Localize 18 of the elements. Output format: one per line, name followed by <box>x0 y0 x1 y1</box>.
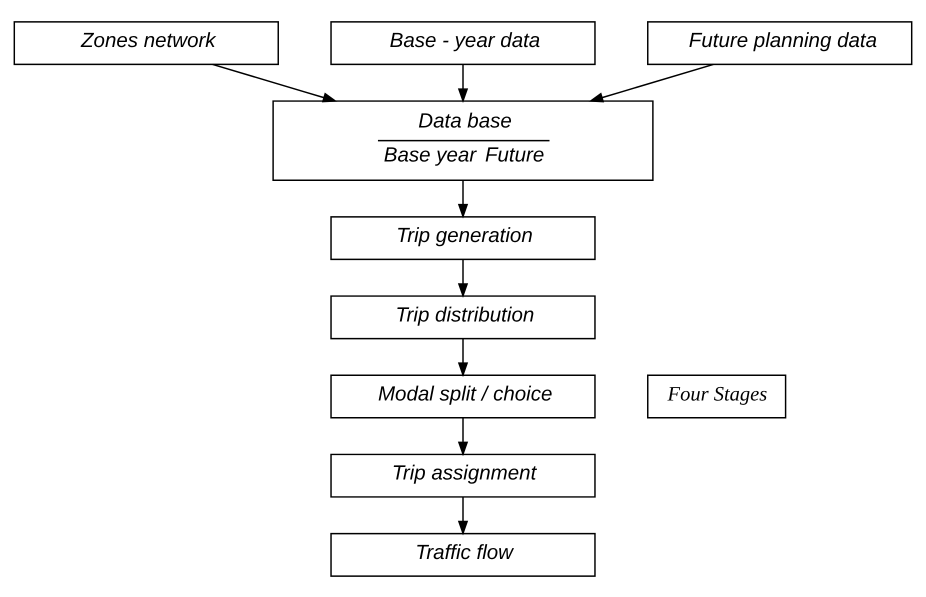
arrow <box>458 418 468 456</box>
node-box: Modal split / choice <box>330 374 596 418</box>
arrow <box>212 63 338 102</box>
node-box: Traffic flow <box>330 532 596 576</box>
node-box: Trip distribution <box>330 294 596 339</box>
arrow <box>458 496 468 535</box>
node-box: Future planning data <box>647 20 912 65</box>
arrow <box>588 63 714 102</box>
arrow <box>458 180 468 218</box>
node-box: Data base Base year Future <box>272 100 654 180</box>
arrow <box>458 338 468 377</box>
node-box: Four Stages <box>647 374 786 418</box>
node-box: Base - year data <box>330 20 596 65</box>
node-box: Zones network <box>14 20 279 65</box>
arrow <box>458 259 468 298</box>
node-box: Trip generation <box>330 216 596 260</box>
arrow <box>458 64 468 103</box>
node-box: Trip assignment <box>330 453 596 498</box>
